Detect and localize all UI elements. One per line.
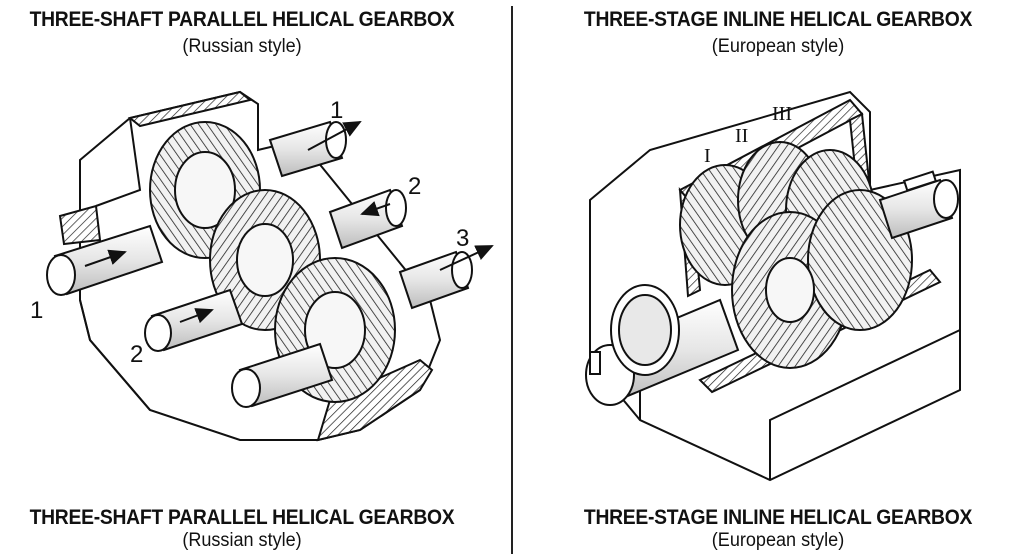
left-shaft-mid — [328, 188, 407, 250]
left-top-title: THREE-SHAFT PARALLEL HELICAL GEARBOX — [29, 8, 455, 31]
right-shaft-output — [878, 170, 959, 240]
left-shaft-input — [46, 224, 164, 296]
left-bottom-title: THREE-SHAFT PARALLEL HELICAL GEARBOX — [29, 506, 455, 529]
right-top-title: THREE-STAGE INLINE HELICAL GEARBOX — [583, 8, 973, 31]
right-top-subtitle: (European style) — [711, 36, 845, 57]
left-shaft-top — [268, 120, 362, 178]
right-panel: THREE-STAGE INLINE HELICAL GEARBOX (Euro… — [512, 0, 1024, 559]
right-stage-label-3: III — [772, 103, 792, 125]
left-top-subtitle: (Russian style) — [182, 36, 302, 57]
left-shaft-bottom — [231, 342, 334, 408]
right-bottom-subtitle: (European style) — [711, 530, 845, 551]
left-label-shaft-2-right: 2 — [408, 173, 421, 200]
left-bottom-subtitle: (Russian style) — [182, 530, 302, 551]
left-panel: THREE-SHAFT PARALLEL HELICAL GEARBOX (Ru… — [29, 8, 455, 551]
left-shaft-front — [144, 288, 244, 352]
panel-divider — [511, 6, 513, 554]
right-bottom-title: THREE-STAGE INLINE HELICAL GEARBOX — [583, 506, 973, 529]
right-stage-label-1: I — [704, 145, 711, 167]
right-gear-5 — [807, 189, 913, 331]
left-label-shaft-2-bottom: 2 — [130, 341, 143, 368]
left-label-shaft-1-bottom: 1 — [30, 297, 43, 324]
left-wall-top — [127, 90, 253, 128]
left-label-shaft-3: 3 — [456, 225, 469, 252]
left-gearbox-drawing — [46, 90, 494, 442]
right-gearbox-drawing — [585, 90, 961, 482]
left-shaft-right — [398, 245, 494, 310]
right-shaft-input — [585, 284, 740, 406]
left-label-shaft-1-top: 1 — [330, 97, 343, 124]
right-stage-label-2: II — [735, 125, 748, 147]
